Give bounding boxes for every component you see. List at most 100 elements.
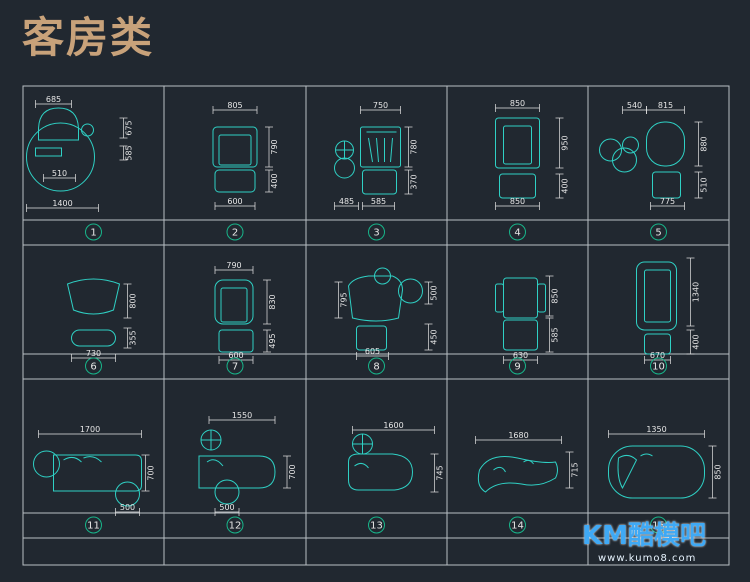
dimension-label: 850 <box>551 288 560 303</box>
dimension-label: 1600 <box>383 421 403 430</box>
seat-shape <box>35 147 62 157</box>
number-marker <box>650 516 667 534</box>
watermark-url: www.kumo8.com <box>598 553 697 564</box>
dimension-label: 450 <box>430 329 439 344</box>
page-title: 客房类 <box>22 13 155 62</box>
watermark: KM酷模吧 www.kumo8.com <box>582 521 732 567</box>
number-marker <box>368 516 385 534</box>
dimension-label: 750 <box>373 101 388 110</box>
number-label: 5 <box>655 228 661 239</box>
dimension-label: 685 <box>46 95 61 104</box>
dimension-label: 495 <box>268 333 277 348</box>
dimension-label: 790 <box>226 261 241 270</box>
number-marker <box>85 223 102 241</box>
number-marker <box>509 357 526 375</box>
dimension-label: 715 <box>571 462 580 477</box>
number-label: 1 <box>90 228 96 239</box>
side-table-shape <box>622 136 639 154</box>
number-label: 3 <box>373 228 379 239</box>
curved-sofa-shape <box>348 453 414 491</box>
side-table-shape <box>599 138 622 162</box>
ottoman-shape <box>71 329 116 347</box>
dimension-label: 850 <box>510 197 525 206</box>
side-table-shape <box>334 157 355 179</box>
cushion-lines <box>63 456 102 463</box>
dimension-label: 500 <box>430 285 439 300</box>
dimension-label: 775 <box>660 197 675 206</box>
bathtub-shape <box>608 445 705 499</box>
ottoman-shape <box>218 329 254 353</box>
number-marker <box>368 223 385 241</box>
dimension-label: 1550 <box>232 411 252 420</box>
cell-15: 1350 850 15 <box>608 425 723 534</box>
dimension-label: 1340 <box>692 282 701 302</box>
dimension-label: 815 <box>658 101 673 110</box>
dimension-label: 585 <box>371 197 386 206</box>
sheet-frame <box>22 85 730 566</box>
seat-shape <box>220 287 248 323</box>
ottoman-shape <box>356 325 387 351</box>
number-marker <box>85 357 102 375</box>
number-label: 4 <box>514 228 520 239</box>
seat-shape <box>644 269 671 323</box>
dimension-label: 780 <box>410 139 419 154</box>
slipper-chair-shape <box>214 279 254 325</box>
dimension-label: 400 <box>561 178 570 193</box>
dimension-label: 1400 <box>52 199 72 208</box>
chaise-lounge-shape <box>198 455 276 489</box>
number-marker <box>368 357 385 375</box>
watermark-logo: KM酷模吧 <box>582 521 707 551</box>
dimension-label: 510 <box>52 169 67 178</box>
dimension-label: 1350 <box>646 425 666 434</box>
ottoman-shape <box>652 171 681 199</box>
accessory-shape <box>81 123 94 137</box>
ottoman-shape <box>503 319 538 351</box>
dimension-label: 355 <box>129 330 138 345</box>
dimension-label: 500 <box>219 503 234 512</box>
number-label: 7 <box>232 362 238 373</box>
dimension-label: 630 <box>513 351 528 360</box>
ottoman-shape <box>214 169 256 193</box>
cushion-lines <box>640 453 653 457</box>
dimension-label: 790 <box>270 139 279 154</box>
side-table-shape <box>398 278 423 304</box>
side-table-shape <box>26 122 95 192</box>
side-table-shape <box>115 481 140 507</box>
number-label: 8 <box>373 362 379 373</box>
side-table-shape <box>214 479 240 505</box>
arm-shape <box>537 283 546 313</box>
cushion-chair-shape <box>347 275 404 322</box>
arm-shape <box>495 283 504 313</box>
armchair-shape <box>212 126 258 168</box>
dimension-label: 500 <box>120 503 135 512</box>
number-label: 15 <box>652 521 665 532</box>
dimension-label: 700 <box>147 465 156 480</box>
cushion-shape <box>617 454 638 490</box>
sofa-shape <box>53 454 142 492</box>
number-marker <box>226 516 244 534</box>
dimension-label: 745 <box>436 465 445 480</box>
dimension-label: 400 <box>270 173 279 188</box>
dimension-label: 950 <box>561 135 570 150</box>
dimension-label: 850 <box>714 464 723 479</box>
ottoman-shape <box>644 333 671 355</box>
dimension-label: 670 <box>650 351 665 360</box>
cushion-lines <box>493 459 534 473</box>
number-label: 12 <box>229 521 242 532</box>
dimension-label: 830 <box>268 294 277 309</box>
dimension-label: 1700 <box>80 425 100 434</box>
dimension-label: 1680 <box>508 431 528 440</box>
dimension-label: 795 <box>340 292 349 307</box>
dimension-label: 485 <box>339 197 354 206</box>
